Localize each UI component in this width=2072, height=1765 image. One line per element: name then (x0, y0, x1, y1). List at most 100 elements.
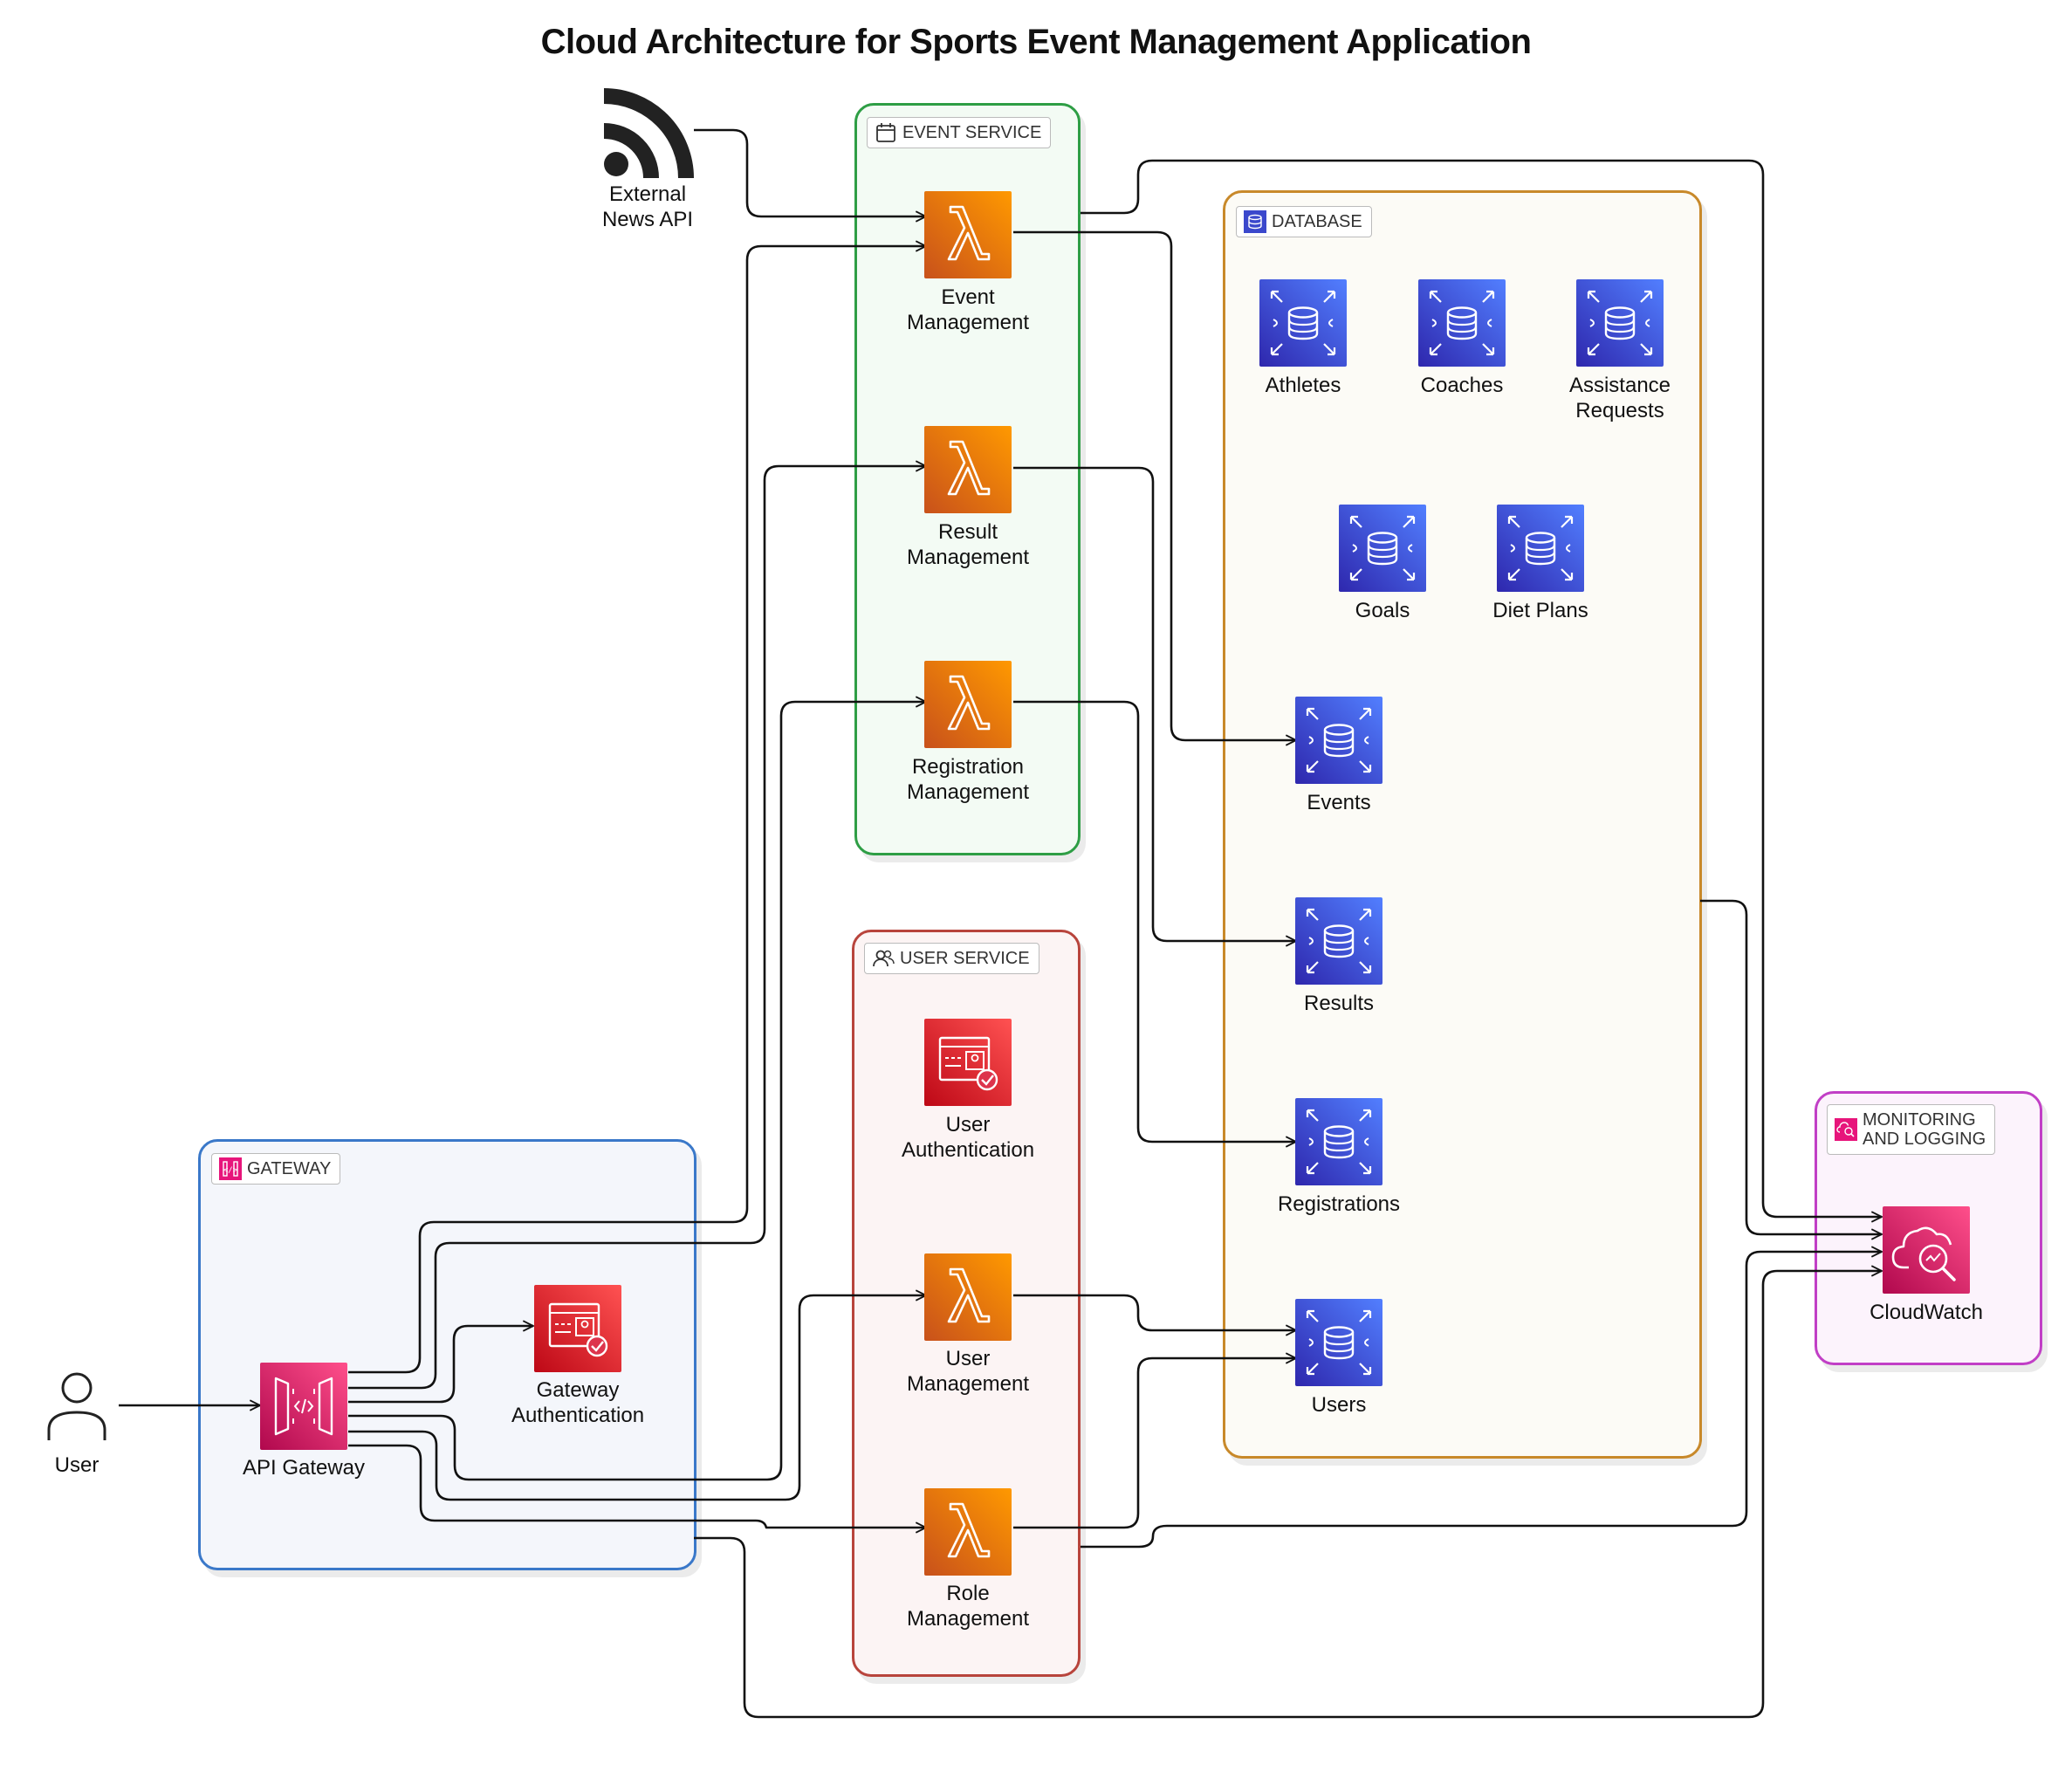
registration-management-lambda (924, 661, 1012, 748)
results-label: Results (1303, 992, 1375, 1015)
database-group-icon (1244, 210, 1266, 233)
lambda-icon (947, 440, 991, 496)
rds-icon (1306, 908, 1372, 974)
label-line: Authentication (511, 1404, 645, 1427)
cloudwatch-icon (1891, 1226, 1956, 1281)
rds-icon (1349, 515, 1416, 581)
user-actor (44, 1369, 110, 1442)
label-line: Result (937, 520, 998, 544)
registrations-label: Registrations (1277, 1192, 1401, 1216)
rds-icon (1306, 1109, 1372, 1175)
calendar-icon (875, 121, 897, 144)
results-table (1295, 897, 1382, 985)
label-line: User (945, 1347, 991, 1370)
coaches-table (1418, 279, 1506, 367)
lambda-icon (947, 1502, 991, 1558)
user-icon (47, 1372, 106, 1440)
users-label: Users (1311, 1393, 1367, 1417)
user-management-label: User Management (907, 1346, 1029, 1397)
label-line: Authentication (901, 1138, 1035, 1162)
gateway-authentication-label: Gateway Authentication (511, 1377, 644, 1428)
user-service-title: USER SERVICE (900, 948, 1030, 968)
gateway-authentication-service (534, 1285, 621, 1372)
database-title: DATABASE (1272, 211, 1362, 231)
label-line: News API (601, 208, 694, 231)
events-table (1295, 697, 1382, 784)
monitoring-title-block: MONITORING AND LOGGING (1863, 1110, 1986, 1149)
monitoring-title-line1: MONITORING (1863, 1110, 1976, 1130)
goals-table (1339, 505, 1426, 592)
monitoring-label: MONITORING AND LOGGING (1827, 1104, 1996, 1155)
rds-icon (1270, 290, 1336, 356)
cloudwatch-label: CloudWatch (1870, 1301, 1983, 1324)
result-management-lambda (924, 426, 1012, 513)
cognito-icon (548, 1302, 608, 1357)
user-authentication-service (924, 1019, 1012, 1106)
external-news-api-label: External News API (602, 182, 693, 232)
label-line: Management (906, 546, 1030, 569)
user-label: User (54, 1453, 99, 1477)
role-management-lambda (924, 1488, 1012, 1576)
role-management-label: Role Management (907, 1581, 1029, 1631)
rds-icon (1429, 290, 1495, 356)
label-line: Registration (911, 755, 1025, 779)
rds-icon (1507, 515, 1574, 581)
users-icon (872, 947, 895, 970)
rss-feed-icon (603, 88, 694, 179)
label-line: Event (941, 285, 995, 309)
label-line: Requests (1575, 399, 1664, 422)
athletes-label: Athletes (1265, 374, 1341, 397)
athletes-table (1259, 279, 1347, 367)
lambda-icon (947, 675, 991, 731)
diet-plans-table (1497, 505, 1584, 592)
label-line: External (608, 182, 687, 206)
rds-icon (1587, 290, 1653, 356)
label-line: User (945, 1113, 991, 1137)
monitoring-title-line2: AND LOGGING (1863, 1130, 1986, 1149)
user-service-label: USER SERVICE (864, 943, 1039, 974)
event-service-title: EVENT SERVICE (902, 122, 1042, 142)
api-gateway (260, 1363, 347, 1450)
label-line: Assistance (1568, 374, 1671, 397)
lambda-icon (947, 205, 991, 261)
user-authentication-label: User Authentication (902, 1112, 1034, 1163)
event-management-lambda (924, 191, 1012, 278)
goals-label: Goals (1355, 599, 1410, 622)
events-label: Events (1307, 791, 1371, 814)
label-line: Management (906, 1372, 1030, 1396)
database-group (1223, 190, 1702, 1459)
gateway-label: </> GATEWAY (211, 1153, 341, 1185)
external-news-api (602, 87, 695, 180)
svg-text:</>: </> (223, 1166, 238, 1175)
registrations-table (1295, 1098, 1382, 1185)
label-line: Management (906, 1607, 1030, 1631)
api-gateway-label: API Gateway (242, 1456, 366, 1480)
coaches-label: Coaches (1420, 374, 1504, 397)
registration-management-label: Registration Management (907, 754, 1029, 805)
gateway-title: GATEWAY (247, 1158, 332, 1178)
database-label: DATABASE (1236, 206, 1372, 237)
user-management-lambda (924, 1253, 1012, 1341)
result-management-label: Result Management (907, 519, 1029, 570)
gateway-group-icon: </> (219, 1157, 242, 1180)
event-service-label: EVENT SERVICE (867, 117, 1052, 148)
diagram-title: Cloud Architecture for Sports Event Mana… (540, 23, 1532, 61)
cognito-icon (938, 1036, 998, 1091)
rds-icon (1306, 707, 1372, 773)
users-table (1295, 1299, 1382, 1386)
assistance-requests-table (1576, 279, 1664, 367)
lambda-icon (947, 1267, 991, 1323)
diet-plans-label: Diet Plans (1492, 599, 1588, 622)
rds-icon (1306, 1309, 1372, 1376)
label-line: Gateway (536, 1378, 620, 1402)
label-line: Management (906, 780, 1030, 804)
cloudwatch (1883, 1206, 1970, 1294)
label-line: Role (946, 1582, 990, 1605)
label-line: Management (906, 311, 1030, 334)
api-gateway-icon (274, 1377, 333, 1436)
event-management-label: Event Management (907, 285, 1029, 335)
monitoring-group-icon (1835, 1118, 1857, 1141)
